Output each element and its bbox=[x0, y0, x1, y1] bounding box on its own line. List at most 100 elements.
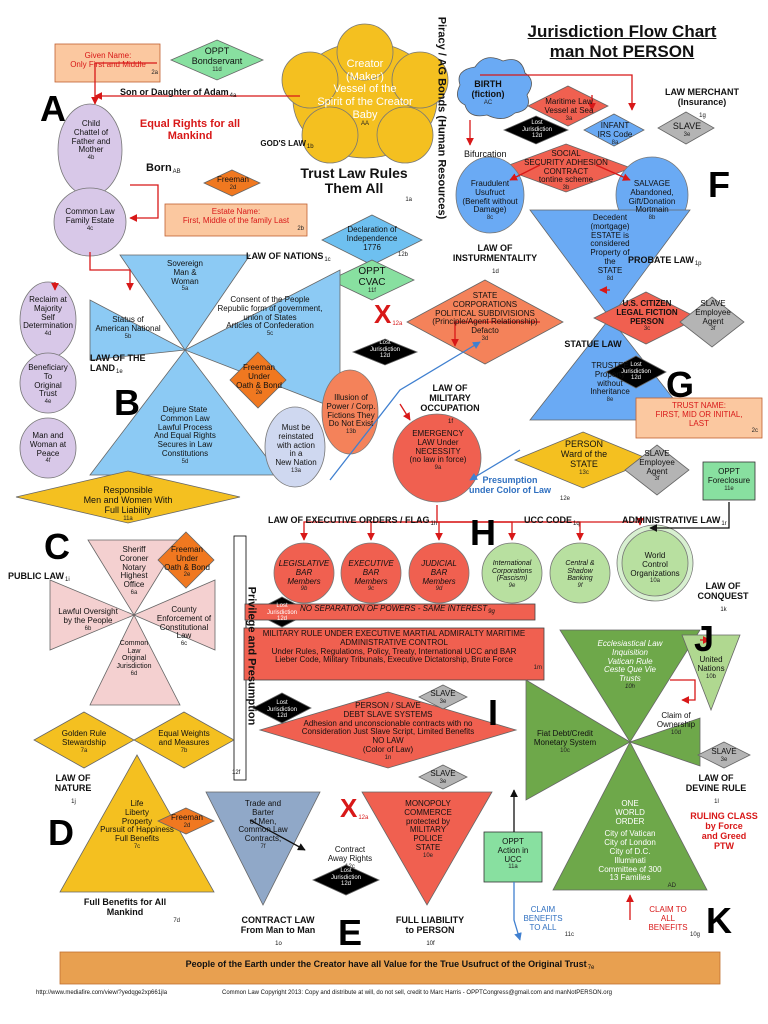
freeman-2d-b bbox=[157, 807, 215, 835]
person-slave-label-line: NO LAW bbox=[372, 736, 404, 746]
law-exec-orders-label-code: 1h bbox=[430, 521, 438, 527]
creator-label-line: Vessel of the bbox=[333, 83, 397, 96]
lost-jur-right-label-line: Jurisdiction bbox=[620, 368, 651, 375]
sheriff-label-line: Highest bbox=[120, 571, 148, 581]
piracy-side-label: Piracy / AG Bonds (Human Resources) bbox=[435, 16, 448, 220]
lawful-oversight-label-code: 6b bbox=[84, 625, 92, 632]
law-merchant-label-line: LAW MERCHANT bbox=[665, 87, 739, 97]
oppt-bondservant-label-code: 11d bbox=[212, 66, 222, 73]
no-separation-box bbox=[244, 603, 536, 621]
law-merchant-label-line: (Insurance) bbox=[677, 96, 727, 107]
law-exec-orders-label-text: LAW OF EXECUTIVE ORDERS / FLAG bbox=[268, 515, 430, 525]
legislative-label-line: LEGISLATIVE bbox=[278, 559, 330, 568]
no-separation-label: NO SEPARATION OF POWERS - SAME INTEREST9… bbox=[300, 604, 576, 616]
fraudulent-label-line: Usufruct bbox=[475, 187, 505, 197]
county-tri bbox=[132, 579, 216, 651]
consent-label-line: Articles of Confederation bbox=[226, 321, 314, 331]
footer-copyright: Common Law Copyright 2013: Copy and dist… bbox=[222, 990, 612, 996]
golden-rule-diamond bbox=[33, 711, 135, 769]
eccl-triangle bbox=[559, 629, 701, 743]
probate-law-label-code: 1p bbox=[694, 261, 702, 267]
freeman-2d-label-code: 2d bbox=[229, 184, 237, 191]
trust-law-label-code: 1a bbox=[405, 196, 412, 203]
trustee-label-code: 8e bbox=[606, 397, 614, 404]
claim-ownership-label-line: Claim of bbox=[661, 711, 691, 720]
decedent-label-line: considered bbox=[590, 239, 630, 249]
life-liberty-label-line: Liberty bbox=[124, 807, 149, 817]
creator-cloud-3 bbox=[391, 51, 449, 109]
eccl-label-line: Trusts bbox=[619, 674, 641, 684]
reclaim-label-code: 4d bbox=[44, 331, 52, 338]
united-nations-label-line: United bbox=[699, 655, 723, 664]
connector-arrow bbox=[670, 679, 696, 704]
gods-law-label: GOD'S LAW1b bbox=[252, 139, 322, 151]
lost-jur-1-label-line: Jurisdiction bbox=[369, 346, 400, 353]
beneficiary-label-code: 4e bbox=[44, 399, 52, 406]
slave-3e-right bbox=[697, 741, 751, 769]
illusion-label-line: Illusion of bbox=[334, 393, 368, 402]
one-world-label-line: WORLD bbox=[615, 807, 645, 817]
central-banking-label-code: 9f bbox=[577, 583, 583, 590]
person-slave-diamond bbox=[258, 691, 518, 769]
declaration-label-line: Declaration of bbox=[347, 225, 397, 234]
freeman-oath-b-label-line: Oath & Bond bbox=[164, 562, 210, 572]
world-control-label-line: Control bbox=[642, 559, 668, 569]
freeman-oath-label-line: Oath & Bond bbox=[236, 380, 282, 390]
status-american-label-code: 5b bbox=[124, 333, 132, 340]
military-rule-box bbox=[243, 627, 545, 681]
birth-label: BIRTH(fiction)AC bbox=[458, 79, 518, 106]
footer-url[interactable]: http://www.mediafire.com/view/?yedqge2xp… bbox=[36, 990, 168, 996]
child-chattel-label-line: Father and bbox=[71, 136, 111, 146]
sovereign-label-line: Man & bbox=[173, 267, 197, 277]
creator-cloud-2 bbox=[281, 51, 339, 109]
decedent-triangle bbox=[529, 209, 691, 319]
full-liability-label-code: 10f bbox=[426, 940, 435, 947]
law-nations-label-text: LAW OF NATIONS bbox=[246, 251, 324, 261]
us-citizen-label-line: PERSON bbox=[630, 316, 664, 326]
connector-arrow bbox=[91, 62, 157, 105]
equal-weights-diamond bbox=[133, 711, 235, 769]
infant-irs-label-line: INFANT bbox=[600, 121, 630, 130]
born-label: BornAB bbox=[146, 162, 206, 176]
claim-ownership-label-line: Ownership bbox=[656, 719, 696, 729]
us-citizen-diamond bbox=[593, 291, 699, 345]
one-world-label-line: ORDER bbox=[615, 816, 645, 826]
legislative-label-line: Members bbox=[287, 576, 321, 586]
intl-corps-label-line: International bbox=[492, 560, 532, 567]
fraudulent-label-code: 8c bbox=[486, 215, 494, 222]
child-chattel-label-line: Child bbox=[81, 119, 101, 128]
oppt-ucc-label-line: UCC bbox=[504, 854, 522, 864]
responsible-label-line: Responsible bbox=[103, 485, 153, 495]
child-chattel-label-code: 4b bbox=[87, 155, 95, 162]
sheriff-triangle bbox=[87, 539, 181, 616]
contract-law-label-line: CONTRACT LAW bbox=[241, 915, 315, 925]
emergency-label-line: (no law in force) bbox=[409, 455, 467, 465]
fraudulent-label-line: (Benefit without bbox=[462, 196, 518, 206]
slave-3f-right-label-code: 3f bbox=[710, 326, 716, 333]
man-woman-peace-label-line: Man and bbox=[32, 431, 64, 440]
section-letter-i: I bbox=[488, 692, 499, 733]
dejure-label-code: 5d bbox=[181, 458, 189, 465]
bifurcation-label: Bifurcation bbox=[464, 149, 544, 160]
responsible-label-line: Full Liability bbox=[104, 504, 152, 515]
section-letter-c: C bbox=[44, 526, 70, 567]
reclaim-label-line: Majority bbox=[33, 303, 62, 313]
military-rule-label-line: ADMINISTRATIVE CONTROL bbox=[340, 637, 448, 647]
lost-jur-3-label-line: 12d bbox=[276, 713, 287, 720]
claim-to-all-label-line: CLAIM TO bbox=[649, 905, 687, 914]
slave-3e-mid2-label-text: SLAVE bbox=[430, 769, 456, 778]
no-separation-label-text: NO SEPARATION OF POWERS - SAME INTEREST bbox=[300, 604, 488, 613]
